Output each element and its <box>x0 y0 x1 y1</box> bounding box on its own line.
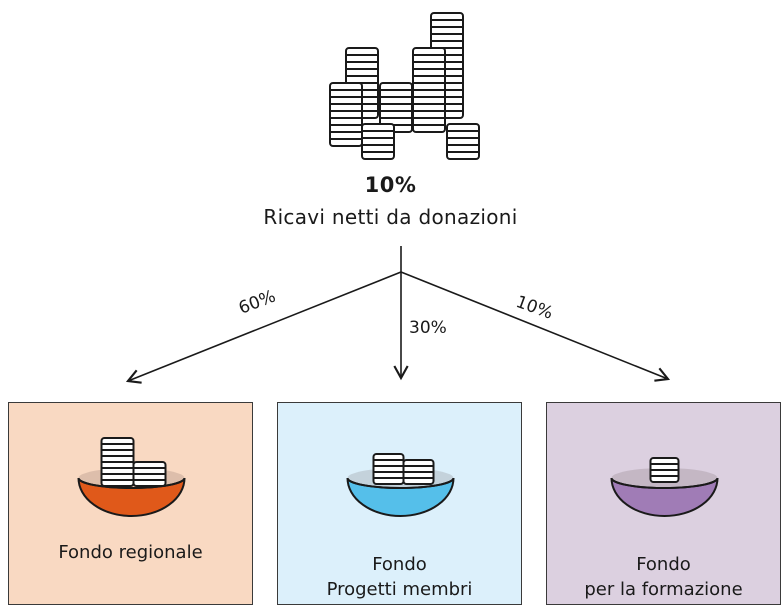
bowl-rim <box>77 477 186 489</box>
bowl-rim <box>346 477 455 489</box>
fund-label-line2: Progetti membri <box>326 579 473 600</box>
coin-bowl-icon <box>346 453 455 517</box>
fund-label: Fondo regionale <box>58 542 203 563</box>
coin-stack <box>446 123 480 160</box>
coin-stack <box>132 461 167 487</box>
coin-stack <box>372 453 405 485</box>
coin-stack <box>379 82 413 133</box>
fund-label-line2: per la formazione <box>584 579 743 600</box>
coin-stack <box>402 459 435 485</box>
arrow-to-training-fund <box>400 271 671 382</box>
coin-bowl-icon <box>77 437 186 517</box>
split-percent-projects: 30% <box>409 318 447 338</box>
coin-stacks-icon <box>329 12 480 160</box>
bowl-coins <box>372 453 435 485</box>
coin-stack <box>361 123 395 160</box>
coin-stack <box>329 82 363 147</box>
coin-stack <box>412 47 446 133</box>
coin-stack <box>100 437 135 487</box>
source-percent: 10% <box>364 173 417 197</box>
arrow-to-regional-fund <box>125 271 402 384</box>
fund-box-training: Fondo per la formazione <box>546 402 781 605</box>
bowl-rim <box>610 477 719 489</box>
fund-label-line1: Fondo <box>636 554 691 575</box>
coin-stack <box>649 457 680 483</box>
fund-label-line1: Fondo <box>372 554 427 575</box>
split-arrows <box>125 246 671 384</box>
bowl-coins <box>100 437 167 487</box>
coin-bowl-icon <box>610 457 719 517</box>
fund-box-regional: Fondo regionale <box>8 402 253 605</box>
source-label: Ricavi netti da donazioni <box>263 205 518 229</box>
bowl-coins <box>649 457 680 483</box>
fund-box-projects: Fondo Progetti membri <box>277 402 522 605</box>
